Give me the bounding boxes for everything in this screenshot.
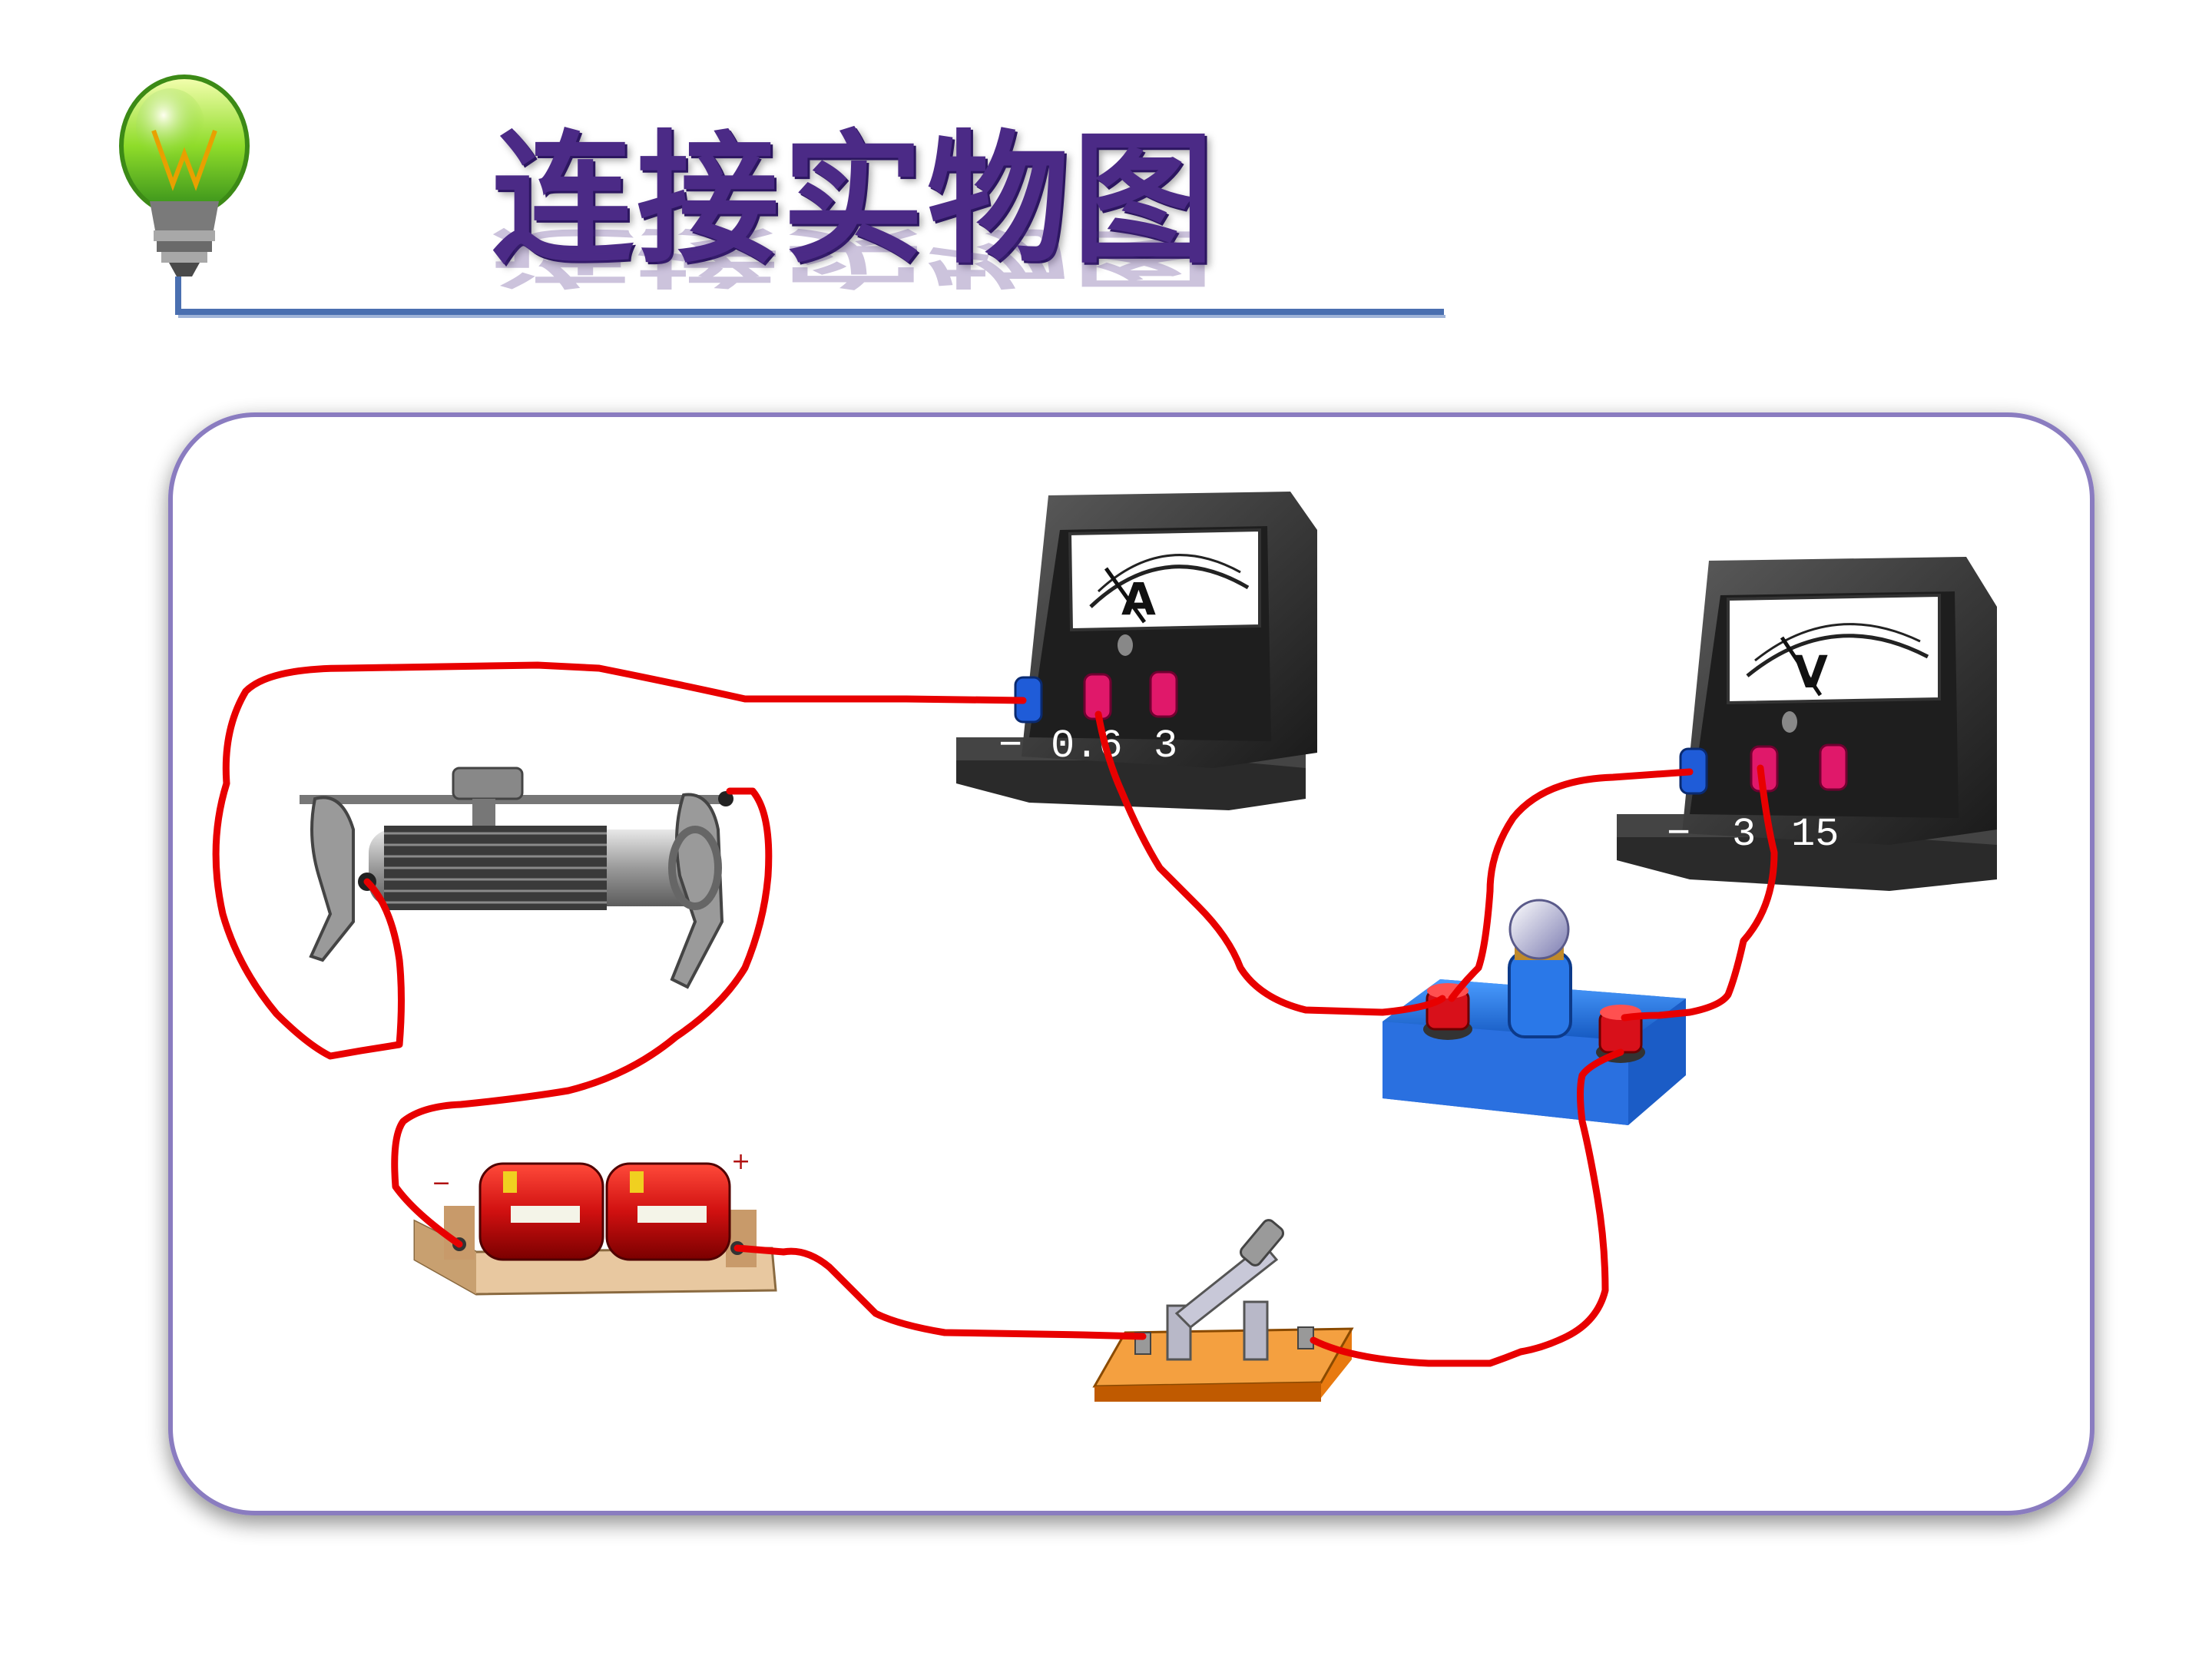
voltmeter-label: V — [1793, 646, 1828, 698]
bulb-socket — [1382, 899, 1686, 1125]
ammeter-terminal-high[interactable] — [1149, 671, 1178, 718]
wire-switch-to-battery[interactable] — [733, 1244, 1147, 1340]
battery-pos-label: + — [731, 1148, 750, 1175]
bulb-globe — [1508, 899, 1570, 960]
rheostat-slider[interactable] — [452, 767, 524, 800]
ammeter-neg-label: − — [998, 724, 1022, 769]
ammeter-label: A — [1121, 573, 1156, 625]
wire-ammeter-to-bulb[interactable] — [1094, 710, 1446, 1016]
switch-handle[interactable] — [1238, 1217, 1286, 1267]
ammeter-high-label: 3 — [1154, 724, 1177, 769]
voltmeter-high-label: 15 — [1791, 812, 1839, 857]
voltmeter-neg-label: − — [1667, 812, 1690, 857]
page-title: 连接实物图 — [492, 117, 1217, 283]
rheostat — [300, 767, 733, 989]
knife-switch — [1092, 1217, 1354, 1402]
lightbulb-icon — [119, 75, 250, 276]
wire-voltmeter-to-bulb-left[interactable] — [1448, 768, 1694, 1002]
voltmeter-terminal-high[interactable] — [1819, 743, 1848, 791]
bulb-post-left[interactable] — [1423, 983, 1472, 1040]
wire-bulb-to-switch[interactable] — [1310, 1048, 1624, 1367]
wires — [212, 661, 1778, 1367]
wire-voltmeter-to-bulb-right[interactable] — [1621, 764, 1778, 1022]
battery-neg-label: − — [432, 1170, 451, 1197]
header-underline — [175, 276, 1445, 318]
ammeter: A − 0.6 3 — [956, 492, 1317, 810]
wire-rheostat-to-ammeter[interactable] — [212, 661, 1027, 1060]
wire-battery-to-rheostat[interactable] — [391, 787, 773, 1248]
voltmeter-low-label: 3 — [1732, 812, 1756, 857]
rheostat-terminal-c[interactable] — [718, 791, 733, 806]
